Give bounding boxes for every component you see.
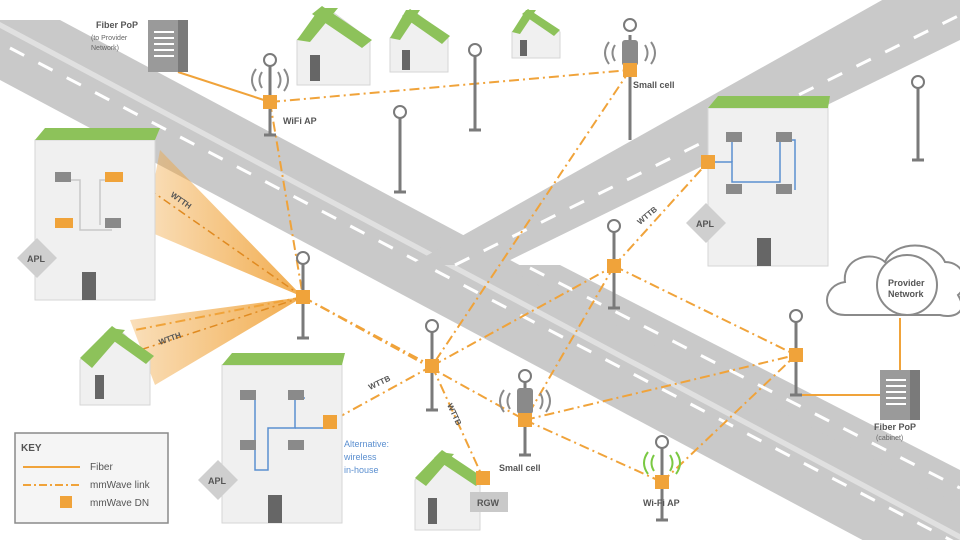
building-right bbox=[707, 96, 830, 267]
small-cell-bottom-label: Small cell bbox=[499, 463, 541, 473]
provider-network-label-2: Network bbox=[888, 289, 925, 299]
wtth-beam-lower bbox=[130, 297, 303, 385]
wtth-link-lower bbox=[139, 296, 304, 351]
apl-label-left: APL bbox=[27, 254, 46, 264]
fiber-pop-top-label: Fiber PoP bbox=[96, 20, 138, 30]
house-top-1 bbox=[296, 6, 372, 86]
small-cell-top-label: Small cell bbox=[633, 80, 675, 90]
wtth-link-upper bbox=[149, 189, 304, 298]
wtth-beam-upper bbox=[145, 150, 303, 297]
rgw-box bbox=[470, 492, 508, 512]
building-left bbox=[34, 128, 160, 301]
apl-diamond-right bbox=[686, 203, 726, 243]
fiber-pop-cabinet-right bbox=[880, 370, 920, 420]
key-dn-icon bbox=[60, 496, 72, 508]
key-fiber-label: Fiber bbox=[90, 462, 113, 473]
wifi-ap-signal-bottom bbox=[643, 451, 681, 475]
road-cross bbox=[410, 0, 960, 505]
lamp-bases bbox=[264, 128, 924, 522]
house-top-3 bbox=[511, 9, 561, 59]
mmwave-dn-nodes bbox=[263, 63, 803, 489]
fiber-links bbox=[177, 71, 901, 396]
fiber-pop-right-sub: (cabinet) bbox=[876, 435, 903, 442]
wttb-label-1: WTTB bbox=[636, 205, 660, 227]
house-left bbox=[79, 326, 154, 406]
key-legend: KEY Fiber mmWave link mmWave DN bbox=[14, 432, 169, 524]
alternative-label-2: wireless bbox=[343, 452, 377, 462]
provider-network-label-1: Provider bbox=[888, 278, 925, 288]
key-dn-label: mmWave DN bbox=[90, 498, 149, 509]
key-title: KEY bbox=[21, 443, 42, 454]
small-cell-device-top bbox=[604, 40, 656, 66]
wifi-ap-top-label: WiFi AP bbox=[283, 116, 317, 126]
alternative-label-1: Alternative: bbox=[344, 439, 389, 449]
apl-diamond-left bbox=[17, 238, 57, 278]
fiber-pop-top-sub1: (to Provider bbox=[91, 35, 128, 42]
house-top-2 bbox=[389, 9, 450, 73]
fiber-pop-top-sub2: Network) bbox=[91, 45, 119, 52]
house-bottom bbox=[414, 450, 484, 531]
key-mmwave-link-label: mmWave link bbox=[90, 480, 151, 491]
wttb-label-3: WTTB bbox=[445, 402, 463, 427]
building-bottom bbox=[221, 353, 345, 524]
wifi-ap-signal-top bbox=[251, 68, 289, 92]
road-main bbox=[0, 20, 960, 545]
small-cell-device-bottom bbox=[499, 388, 551, 414]
apl-label-bottom: APL bbox=[208, 476, 227, 486]
provider-network-cloud bbox=[826, 244, 960, 317]
apl-label-right: APL bbox=[696, 219, 715, 229]
wifi-ap-bottom-label: Wi-Fi AP bbox=[643, 498, 680, 508]
apl-diamond-bottom bbox=[198, 460, 238, 500]
lamp-heads bbox=[263, 18, 925, 449]
rgw-label: RGW bbox=[477, 498, 500, 508]
fiber-pop-right-label: Fiber PoP bbox=[874, 422, 916, 432]
alternative-label-3: in-house bbox=[344, 465, 379, 475]
fiber-pop-cabinet-top bbox=[148, 20, 188, 72]
